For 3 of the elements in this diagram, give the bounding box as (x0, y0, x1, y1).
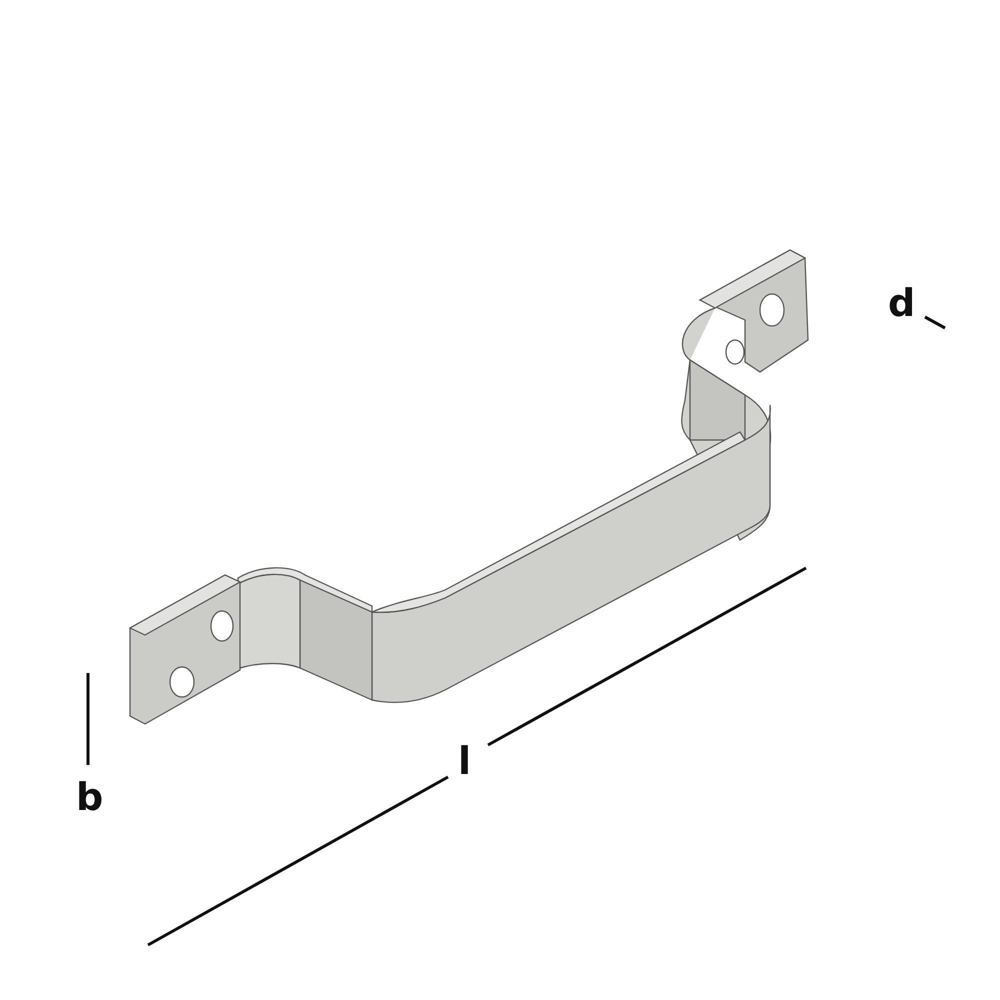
dimension-label: d (888, 284, 916, 322)
dimension-label: b (76, 778, 104, 816)
dimension-label: l (458, 742, 472, 780)
